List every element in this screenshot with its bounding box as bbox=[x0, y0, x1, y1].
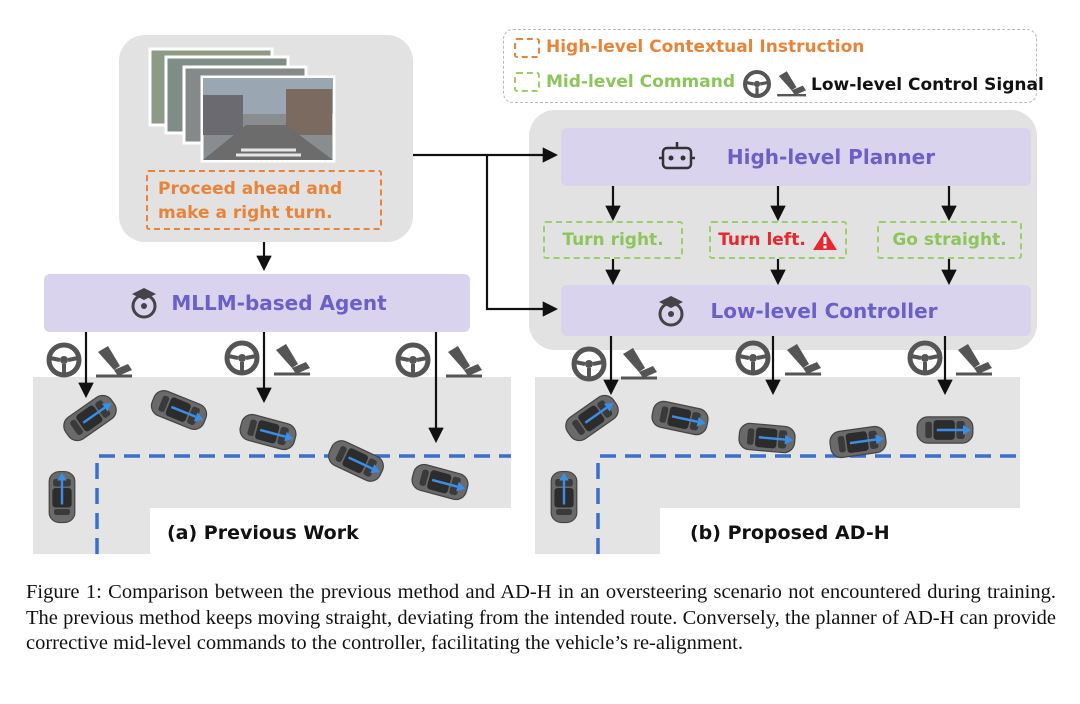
steering-wheel-icon bbox=[49, 345, 79, 375]
pedal-icon bbox=[94, 344, 134, 378]
steering-wheel-icon bbox=[738, 343, 768, 373]
instruction-box: Proceed ahead and make a right turn. bbox=[146, 170, 382, 230]
left-caption-area bbox=[150, 508, 511, 554]
high-level-planner-label: High-level Planner bbox=[726, 145, 936, 169]
camera-frames bbox=[148, 47, 336, 163]
steering-wheel-icon bbox=[227, 343, 257, 373]
steering-wheel-icon bbox=[574, 349, 604, 379]
command-go-straight: Go straight. bbox=[877, 221, 1022, 259]
car-icon bbox=[48, 470, 77, 524]
legend-box bbox=[503, 29, 1037, 103]
pedal-icon bbox=[619, 346, 659, 380]
high-level-planner-box: High-level Planner bbox=[561, 128, 1031, 186]
subcaption-previous-work: (a) Previous Work bbox=[167, 522, 359, 544]
car-icon bbox=[648, 398, 712, 438]
car-icon bbox=[323, 436, 389, 486]
mllm-agent-box: MLLM-based Agent bbox=[44, 274, 470, 332]
subcaption-proposed-adh: (b) Proposed AD-H bbox=[690, 522, 890, 544]
pedal-icon bbox=[272, 342, 312, 376]
figure-caption: Figure 1: Comparison between the previou… bbox=[26, 581, 1056, 654]
car-icon bbox=[236, 410, 300, 454]
route-left bbox=[95, 454, 511, 554]
steering-wheel-icon bbox=[398, 345, 428, 375]
mllm-agent-label: MLLM-based Agent bbox=[171, 291, 387, 315]
car-icon bbox=[827, 423, 889, 461]
legend-high-level: High-level Contextual Instruction bbox=[546, 37, 865, 57]
legend-mid-level: Mid-level Command bbox=[546, 72, 736, 92]
warning-icon bbox=[812, 231, 837, 250]
car-icon bbox=[915, 415, 975, 445]
steering-wheel-icon bbox=[910, 343, 940, 373]
car-icon bbox=[560, 390, 624, 446]
legend-low-level: Low-level Control Signal bbox=[811, 75, 1044, 95]
car-icon bbox=[58, 390, 122, 446]
pedal-icon bbox=[954, 342, 994, 376]
graduation-cap-steering-icon bbox=[658, 295, 684, 326]
graduation-cap-steering-icon bbox=[131, 288, 157, 319]
low-level-controller-box: Low-level Controller bbox=[561, 285, 1031, 336]
pedal-icon bbox=[783, 342, 823, 376]
robot-icon bbox=[658, 142, 695, 170]
arrow-input-to-controller bbox=[485, 155, 559, 317]
command-turn-right: Turn right. bbox=[543, 221, 683, 259]
route-right bbox=[596, 454, 1020, 554]
instruction-line-2: make a right turn. bbox=[158, 203, 333, 223]
low-level-controller-label: Low-level Controller bbox=[710, 298, 938, 323]
instruction-line-1: Proceed ahead and bbox=[158, 179, 343, 199]
high-level-swatch bbox=[514, 38, 540, 58]
car-icon bbox=[550, 470, 578, 524]
pedal-icon bbox=[444, 344, 484, 378]
car-icon bbox=[408, 460, 472, 504]
command-turn-left: Turn left. bbox=[709, 221, 847, 259]
mid-level-swatch bbox=[514, 72, 540, 92]
right-caption-area bbox=[660, 508, 1020, 554]
car-icon bbox=[147, 386, 211, 434]
command-turn-left-label: Turn left. bbox=[718, 230, 806, 250]
car-icon bbox=[736, 421, 798, 455]
